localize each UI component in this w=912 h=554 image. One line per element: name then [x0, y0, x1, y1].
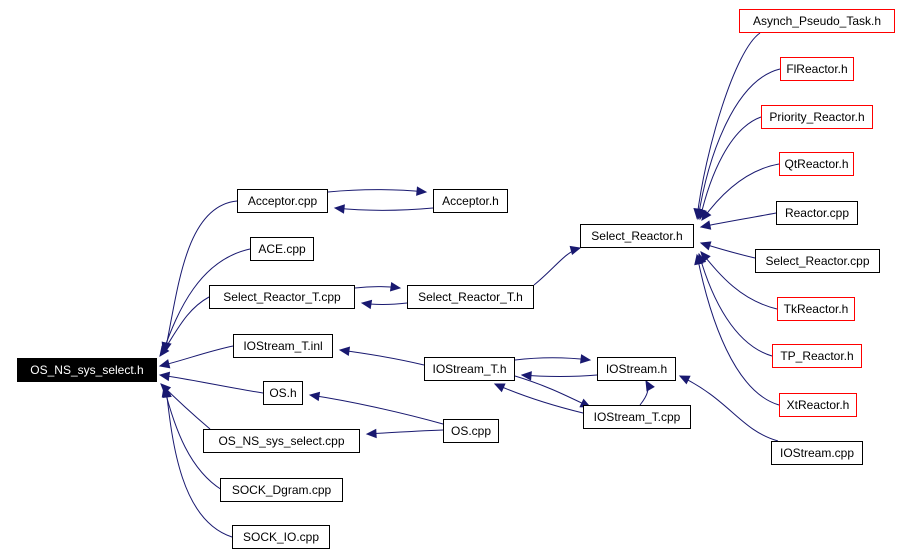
edge-reactor-cpp-to-select-reactor-h-arrowhead [699, 220, 712, 230]
edge-select-reactor-t-h-to-select-reactor-t-cpp-arrowhead [360, 299, 373, 310]
edge-acceptor-cpp-to-acceptor-h [327, 189, 427, 193]
node-os-cpp[interactable]: OS.cpp [443, 419, 499, 443]
edge-os-cpp-to-os-ns-sys-select-cpp [366, 429, 444, 435]
edge-iostream-h-to-iostream-t-h-arrowhead [520, 371, 532, 381]
node-os-ns-sys-select-h[interactable]: OS_NS_sys_select.h [17, 358, 157, 382]
edge-qtreactor-h-to-select-reactor-h [701, 163, 780, 221]
node-select-reactor-t-cpp[interactable]: Select_Reactor_T.cpp [209, 285, 355, 309]
node-tp-reactor-h[interactable]: TP_Reactor.h [772, 344, 862, 368]
node-iostream-t-inl[interactable]: IOStream_T.inl [233, 334, 333, 358]
edge-reactor-cpp-to-select-reactor-h [700, 212, 777, 228]
edge-iostream-t-inl-to-root-arrowhead [158, 359, 171, 369]
edge-xtreactor-h-to-select-reactor-h [696, 254, 780, 406]
node-os-ns-sys-select-cpp[interactable]: OS_NS_sys_select.cpp [203, 429, 360, 453]
edge-flreactor-h-to-select-reactor-h [697, 68, 781, 220]
edge-iostream-t-cpp-to-iostream-t-h-arrowhead [493, 383, 506, 393]
edge-iostream-t-cpp-to-iostream-t-h [494, 383, 584, 414]
edge-os-cpp-to-os-ns-sys-select-cpp-arrowhead [365, 428, 377, 439]
edge-select-reactor-t-h-to-select-reactor-h-arrowhead [569, 245, 582, 256]
edge-iostream-t-h-to-iostream-h-arrowhead [579, 354, 592, 364]
node-qtreactor-h[interactable]: QtReactor.h [779, 152, 854, 176]
edge-iostream-t-h-to-iostream-t-inl [339, 349, 425, 366]
edge-select-reactor-t-cpp-to-select-reactor-t-h-arrowhead [389, 282, 402, 292]
node-tkreactor-h[interactable]: TkReactor.h [777, 297, 855, 321]
edge-iostream-t-h-to-iostream-h [514, 357, 591, 361]
edge-sock-io-cpp-to-root-arrowhead [162, 386, 172, 398]
node-acceptor-cpp[interactable]: Acceptor.cpp [237, 189, 328, 213]
node-iostream-t-h[interactable]: IOStream_T.h [424, 357, 515, 381]
node-iostream-cpp[interactable]: IOStream.cpp [771, 441, 863, 465]
edge-qtreactor-h-to-select-reactor-h-arrowhead [701, 209, 712, 221]
node-sock-io-cpp[interactable]: SOCK_IO.cpp [232, 525, 330, 549]
edge-ace-cpp-to-root [162, 248, 251, 353]
edge-os-h-to-root-arrowhead [158, 371, 171, 382]
node-select-reactor-cpp[interactable]: Select_Reactor.cpp [755, 249, 880, 273]
edge-os-cpp-to-os-h [309, 394, 444, 425]
edge-iostream-t-cpp-to-iostream-h-arrowhead [645, 379, 655, 392]
node-iostream-h[interactable]: IOStream.h [597, 357, 676, 381]
edge-xtreactor-h-to-select-reactor-h-arrowhead [694, 253, 704, 266]
node-select-reactor-t-h[interactable]: Select_Reactor_T.h [407, 285, 534, 309]
edge-acceptor-cpp-to-acceptor-h-arrowhead [416, 186, 428, 196]
node-ace-cpp[interactable]: ACE.cpp [250, 237, 314, 261]
edge-iostream-cpp-to-iostream-h-arrowhead [678, 375, 691, 385]
node-reactor-cpp[interactable]: Reactor.cpp [776, 201, 858, 225]
edge-iostream-h-to-iostream-t-h [521, 374, 598, 377]
edge-iostream-cpp-to-iostream-h [679, 375, 779, 442]
edge-acceptor-h-to-acceptor-cpp-arrowhead [333, 204, 345, 214]
edge-select-reactor-t-cpp-to-root-arrowhead [159, 345, 170, 358]
edge-select-reactor-cpp-to-select-reactor-h-arrowhead [699, 241, 712, 251]
node-select-reactor-h[interactable]: Select_Reactor.h [580, 224, 694, 248]
edge-acceptor-cpp-to-root [164, 200, 238, 353]
edge-iostream-t-h-to-iostream-t-inl-arrowhead [338, 346, 351, 356]
node-sock-dgram-cpp[interactable]: SOCK_Dgram.cpp [220, 478, 343, 502]
edge-tp-reactor-h-to-select-reactor-h [698, 253, 773, 357]
edge-os-h-to-root [159, 374, 264, 394]
node-asynch-pseudo-task-h[interactable]: Asynch_Pseudo_Task.h [739, 9, 895, 33]
edge-asynch-pseudo-task-h-to-select-reactor-h [696, 32, 761, 219]
node-flreactor-h[interactable]: FlReactor.h [780, 57, 854, 81]
node-priority-reactor-h[interactable]: Priority_Reactor.h [761, 105, 873, 129]
edge-iostream-t-h-to-iostream-t-cpp [514, 375, 591, 408]
node-iostream-t-cpp[interactable]: IOStream_T.cpp [583, 405, 691, 429]
edge-sock-io-cpp-to-root [165, 387, 233, 538]
node-xtreactor-h[interactable]: XtReactor.h [779, 393, 857, 417]
edge-os-cpp-to-os-h-arrowhead [308, 391, 321, 402]
edge-priority-reactor-h-to-select-reactor-h [699, 116, 762, 220]
node-acceptor-h[interactable]: Acceptor.h [433, 189, 508, 213]
edge-iostream-t-inl-to-root [159, 345, 234, 367]
edge-acceptor-h-to-acceptor-cpp [334, 207, 434, 211]
node-os-h[interactable]: OS.h [263, 381, 303, 405]
